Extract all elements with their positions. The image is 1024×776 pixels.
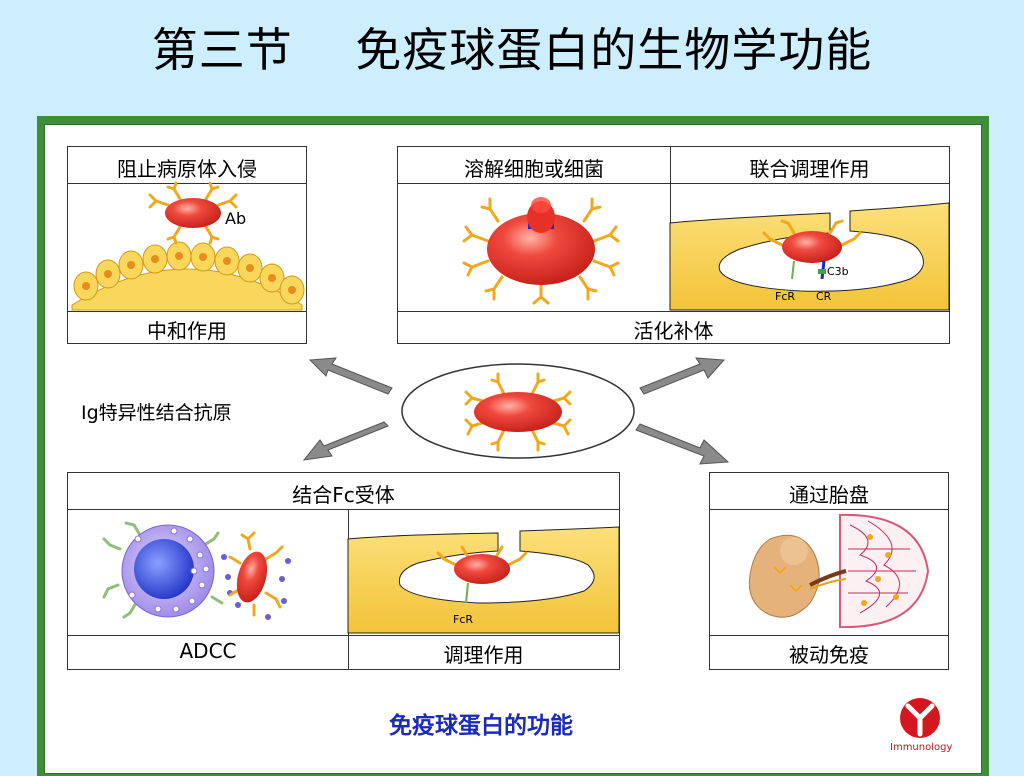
- placenta-illustration: [748, 513, 930, 629]
- complement-footer: 活化补体: [633, 319, 714, 343]
- fcr-label-bottom: FcR: [453, 613, 474, 626]
- neutralization-illustration: [71, 181, 305, 311]
- arrow-to-neutralization: [308, 357, 393, 395]
- complement-header-right: 联合调理作用: [749, 157, 870, 181]
- adcc-label: ADCC: [179, 639, 237, 663]
- slide-title: 第三节 免疫球蛋白的生物学功能: [151, 23, 873, 77]
- opsonization-label: 调理作用: [443, 643, 524, 667]
- center-antigen-illustration: [401, 363, 635, 459]
- epithelial-cells-illustration: [71, 241, 305, 311]
- arrow-to-placenta: [635, 423, 730, 465]
- antigen-antibody-complex-illustration: [148, 181, 238, 245]
- arrow-to-fc-receptor: [302, 421, 389, 461]
- immunology-logo-text: Immunology: [890, 742, 953, 753]
- diagram-caption: 免疫球蛋白的功能: [389, 713, 573, 739]
- c3b-label: C3b: [827, 265, 849, 278]
- cr-label: CR: [816, 290, 832, 303]
- complement-header-left: 溶解细胞或细菌: [464, 157, 604, 181]
- passive-immunity-label: 被动免疫: [789, 643, 869, 667]
- placenta-header: 通过胎盘: [789, 483, 869, 507]
- cell-lysis-illustration: [462, 197, 620, 305]
- antibody-label: Ab: [225, 209, 247, 228]
- fcr-label-top: FcR: [775, 290, 796, 303]
- adcc-illustration: [102, 521, 291, 620]
- neutralization-footer: 中和作用: [147, 319, 227, 343]
- specific-binding-label: Ig特异性结合抗原: [81, 402, 232, 424]
- immunology-logo-icon: [900, 698, 940, 738]
- fc-receptor-header: 结合Fc受体: [292, 483, 395, 507]
- arrow-to-complement: [639, 357, 726, 395]
- opsonization-illustration: [669, 202, 950, 311]
- fc-opsonization-illustration: [347, 526, 620, 634]
- neutralization-header: 阻止病原体入侵: [117, 157, 257, 181]
